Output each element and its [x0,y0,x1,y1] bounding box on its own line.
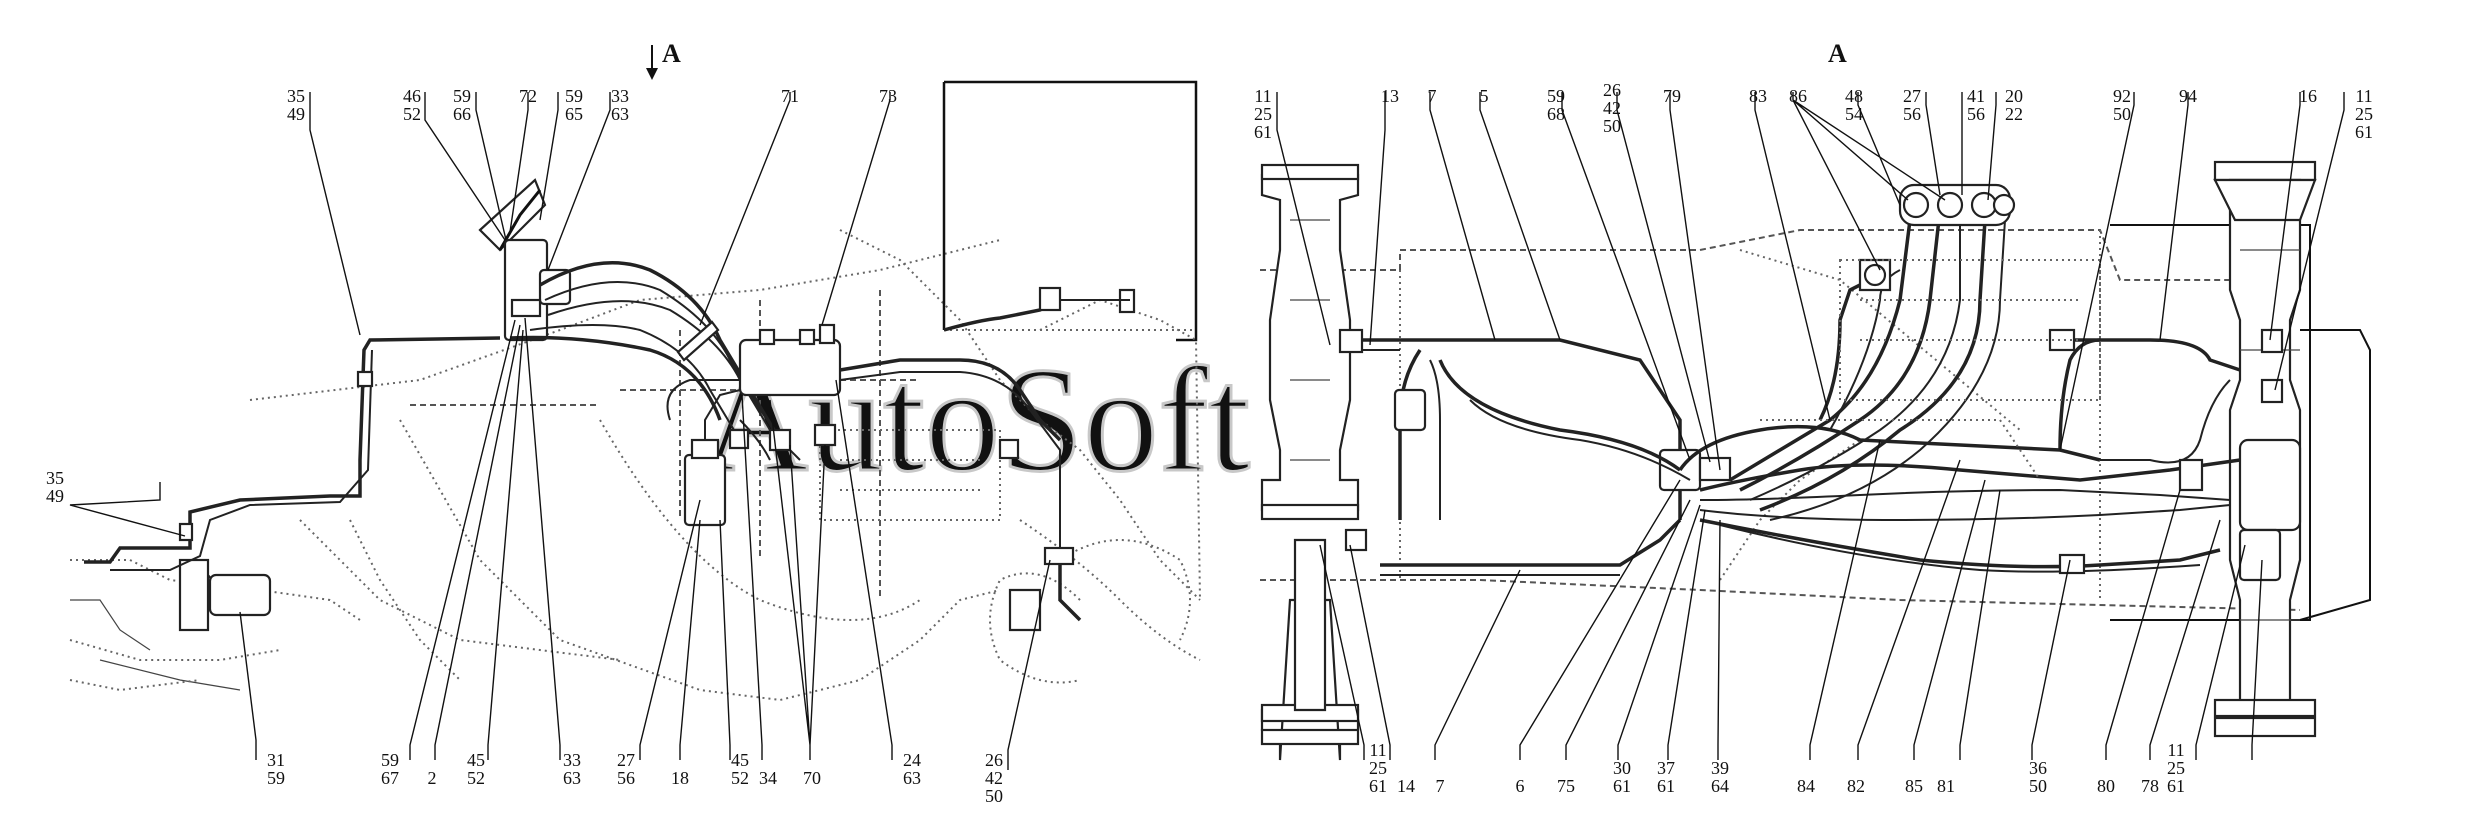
left-view-drawing [69,80,1201,702]
callout-94: 94 [2179,86,2197,106]
callout-81: 81 [1937,776,1955,796]
callout-70: 70 [803,768,821,788]
callout-85: 85 [1905,776,1923,796]
view-arrow-head [646,68,658,80]
callout-72: 72 [519,86,537,106]
callout-14: 14 [1397,776,1415,796]
callout-73: 73 [879,86,897,106]
callout-34: 34 [759,768,777,788]
callout-18: 18 [671,768,689,788]
callout-2: 2 [428,768,437,788]
callout-6: 6 [1516,776,1525,796]
callout-71: 71 [781,86,799,106]
callout-5: 5 [1480,86,1489,106]
callout-86: 86 [1789,86,1807,106]
callout-7-top: 7 [1428,86,1437,106]
callout-83: 83 [1749,86,1767,106]
callout-80: 80 [2097,776,2115,796]
right-view-drawing [1260,160,2371,761]
callout-82: 82 [1847,776,1865,796]
view-title-right: A [1828,39,1847,68]
leader-lines [69,92,2345,770]
callout-75: 75 [1557,776,1575,796]
callout-79: 79 [1663,86,1681,106]
callout-84: 84 [1797,776,1815,796]
callout-16: 16 [2299,86,2317,106]
callout-13: 13 [1381,86,1399,106]
callout-7-bot: 7 [1436,776,1445,796]
view-title-left: A [662,39,681,68]
callout-78: 78 [2141,776,2159,796]
